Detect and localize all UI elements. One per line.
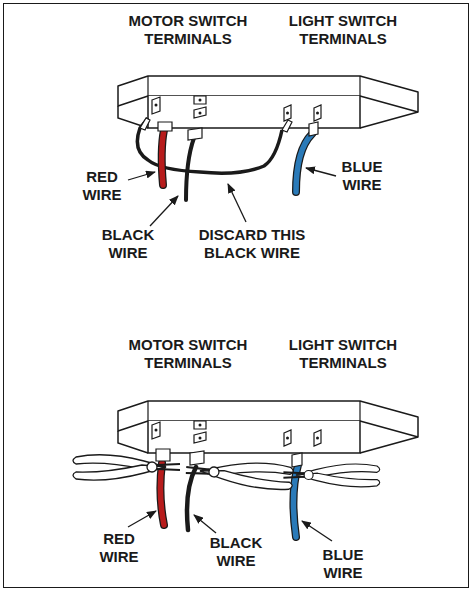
wire-label: BLUE WIRE — [334, 158, 390, 194]
red-wire — [162, 130, 164, 185]
section-heading: MOTOR SWITCH TERMINALS — [113, 336, 263, 372]
section-heading: LIGHT SWITCH TERMINALS — [268, 12, 418, 48]
wire-label: RED WIRE — [91, 530, 147, 566]
blue-wire — [296, 134, 312, 192]
wire-label: RED WIRE — [74, 168, 130, 204]
pliers — [283, 464, 379, 487]
wire-label: BLACK WIRE — [204, 534, 268, 570]
wire-label: BLUE WIRE — [315, 546, 371, 582]
section-heading: MOTOR SWITCH TERMINALS — [113, 12, 263, 48]
black-wire — [186, 138, 194, 200]
pliers — [73, 455, 180, 480]
section-heading: LIGHT SWITCH TERMINALS — [268, 336, 418, 372]
black-wire — [187, 467, 196, 530]
pliers — [185, 458, 294, 491]
frame — [4, 4, 469, 588]
wire-label: BLACK WIRE — [96, 226, 160, 262]
red-wire — [160, 463, 164, 525]
switch-housing — [118, 401, 418, 453]
switch-housing — [118, 76, 418, 128]
callout-note: DISCARD THIS BLACK WIRE — [190, 226, 314, 262]
